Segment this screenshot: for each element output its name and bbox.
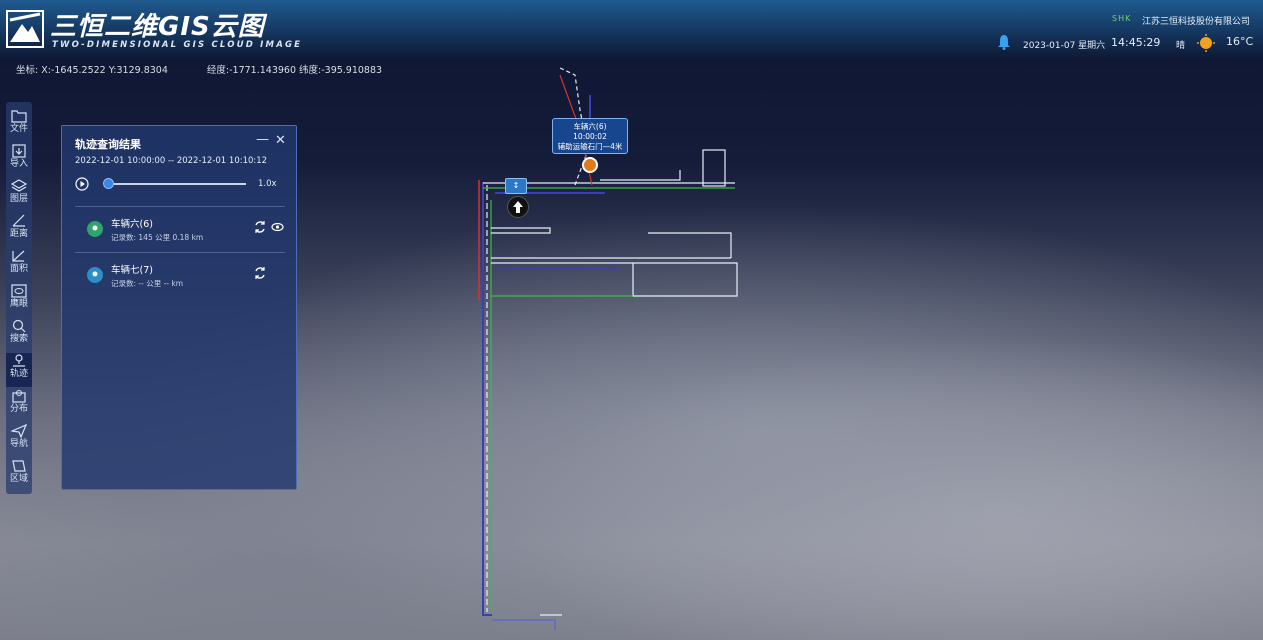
divider — [75, 252, 285, 253]
left-toolbar: 文件 导入 图层 距离 面积 鹰眼 搜索 轨迹 分布 导航 区域 — [6, 102, 32, 494]
tool-label: 图层 — [9, 194, 28, 204]
tool-label: 搜索 — [9, 334, 28, 344]
vehicle-stats: 记录数: 145 公里 0.18 km — [111, 233, 204, 242]
tool-label: 分布 — [9, 404, 28, 414]
tool-distribution[interactable]: 分布 — [6, 388, 32, 422]
search-icon — [12, 319, 26, 333]
start-marker[interactable]: ↕ — [505, 178, 527, 194]
app-logo-icon — [6, 10, 44, 48]
tool-label: 距离 — [9, 229, 28, 239]
tool-import[interactable]: 导入 — [6, 143, 32, 177]
header-bar: 三恒二维GIS云图 TWO-DIMENSIONAL GIS CLOUD IMAG… — [0, 0, 1263, 60]
tool-file[interactable]: 文件 — [6, 108, 32, 142]
eagle-eye-icon — [11, 284, 27, 298]
current-time: 14:45:29 — [1111, 36, 1161, 49]
vehicle-item[interactable]: 车辆六(6) 记录数: 145 公里 0.18 km — [75, 214, 285, 252]
play-icon[interactable] — [75, 177, 89, 191]
popup-location: 辅助运输石门—4米 — [557, 142, 623, 151]
tool-label: 导航 — [9, 439, 28, 449]
vehicle-name: 车辆七(7) — [111, 265, 153, 276]
tool-region[interactable]: 区域 — [6, 458, 32, 492]
ruler-icon — [12, 214, 25, 227]
app-title: 三恒二维GIS云图 — [50, 12, 265, 42]
vehicle-item[interactable]: 车辆七(7) 记录数: -- 公里 -- km — [75, 260, 285, 298]
distribution-icon — [12, 390, 26, 403]
tool-label: 鹰眼 — [9, 299, 28, 309]
time-range: 2022-12-01 10:00:00 -- 2022-12-01 10:10:… — [75, 156, 268, 166]
xy-coordinates: 坐标: X:-1645.2522 Y:3129.8304 — [16, 65, 168, 76]
tool-label: 文件 — [9, 124, 28, 134]
app-subtitle: TWO-DIMENSIONAL GIS CLOUD IMAGE — [52, 40, 303, 50]
playback-slider-track[interactable] — [106, 183, 246, 185]
folder-icon — [11, 110, 27, 123]
location-pin-icon — [87, 221, 103, 237]
area-icon — [12, 250, 25, 262]
bell-icon[interactable] — [996, 34, 1012, 50]
import-icon — [12, 144, 26, 158]
tool-layers[interactable]: 图层 — [6, 178, 32, 212]
tool-eagle-eye[interactable]: 鹰眼 — [6, 283, 32, 317]
tool-distance[interactable]: 距离 — [6, 213, 32, 247]
current-date: 2023-01-07 星期六 — [1023, 41, 1106, 51]
tool-label: 导入 — [9, 159, 28, 169]
company-name: 江苏三恒科技股份有限公司 — [1141, 17, 1250, 27]
tool-label: 区域 — [9, 474, 28, 484]
sun-icon — [1197, 34, 1215, 52]
eye-icon[interactable] — [271, 221, 284, 233]
refresh-icon[interactable] — [253, 266, 267, 280]
company-logo: SHK — [1112, 14, 1132, 23]
close-button[interactable]: ✕ — [275, 133, 286, 148]
popup-time: 10:00:02 — [573, 132, 607, 141]
popup-vehicle-name: 车辆六(6) — [573, 122, 607, 131]
vehicle-marker-icon[interactable] — [582, 157, 598, 173]
tool-label: 轨迹 — [9, 369, 28, 379]
vehicle-name: 车辆六(6) — [111, 219, 153, 230]
tool-navigation[interactable]: 导航 — [6, 423, 32, 457]
layers-icon — [11, 179, 27, 192]
divider — [75, 206, 285, 207]
tool-area[interactable]: 面积 — [6, 248, 32, 282]
track-icon — [13, 354, 25, 367]
playback-speed[interactable]: 1.0x — [258, 179, 277, 189]
vehicle-stats: 记录数: -- 公里 -- km — [111, 279, 184, 288]
tool-search[interactable]: 搜索 — [6, 318, 32, 352]
location-pin-icon — [87, 267, 103, 283]
vehicle-popup: 车辆六(6) 10:00:02 辅助运输石门—4米 — [552, 118, 628, 154]
refresh-icon[interactable] — [253, 220, 267, 234]
panel-title: 轨迹查询结果 — [75, 138, 141, 151]
track-result-panel: 轨迹查询结果 — ✕ 2022-12-01 10:00:00 -- 2022-1… — [61, 125, 297, 490]
temperature: 16°C — [1226, 35, 1254, 48]
region-icon — [12, 460, 26, 472]
minimize-button[interactable]: — — [256, 132, 269, 147]
navigation-icon — [11, 424, 27, 438]
tool-label: 面积 — [9, 264, 28, 274]
tool-track[interactable]: 轨迹 — [6, 353, 32, 387]
lonlat-coordinates: 经度:-1771.143960 纬度:-395.910883 — [206, 65, 383, 76]
direction-arrow-icon[interactable] — [507, 196, 529, 218]
weather-text: 晴 — [1176, 41, 1186, 51]
coordinate-readout: 坐标: X:-1645.2522 Y:3129.8304 经度:-1771.14… — [16, 62, 382, 76]
playback-slider-handle[interactable] — [103, 178, 114, 189]
